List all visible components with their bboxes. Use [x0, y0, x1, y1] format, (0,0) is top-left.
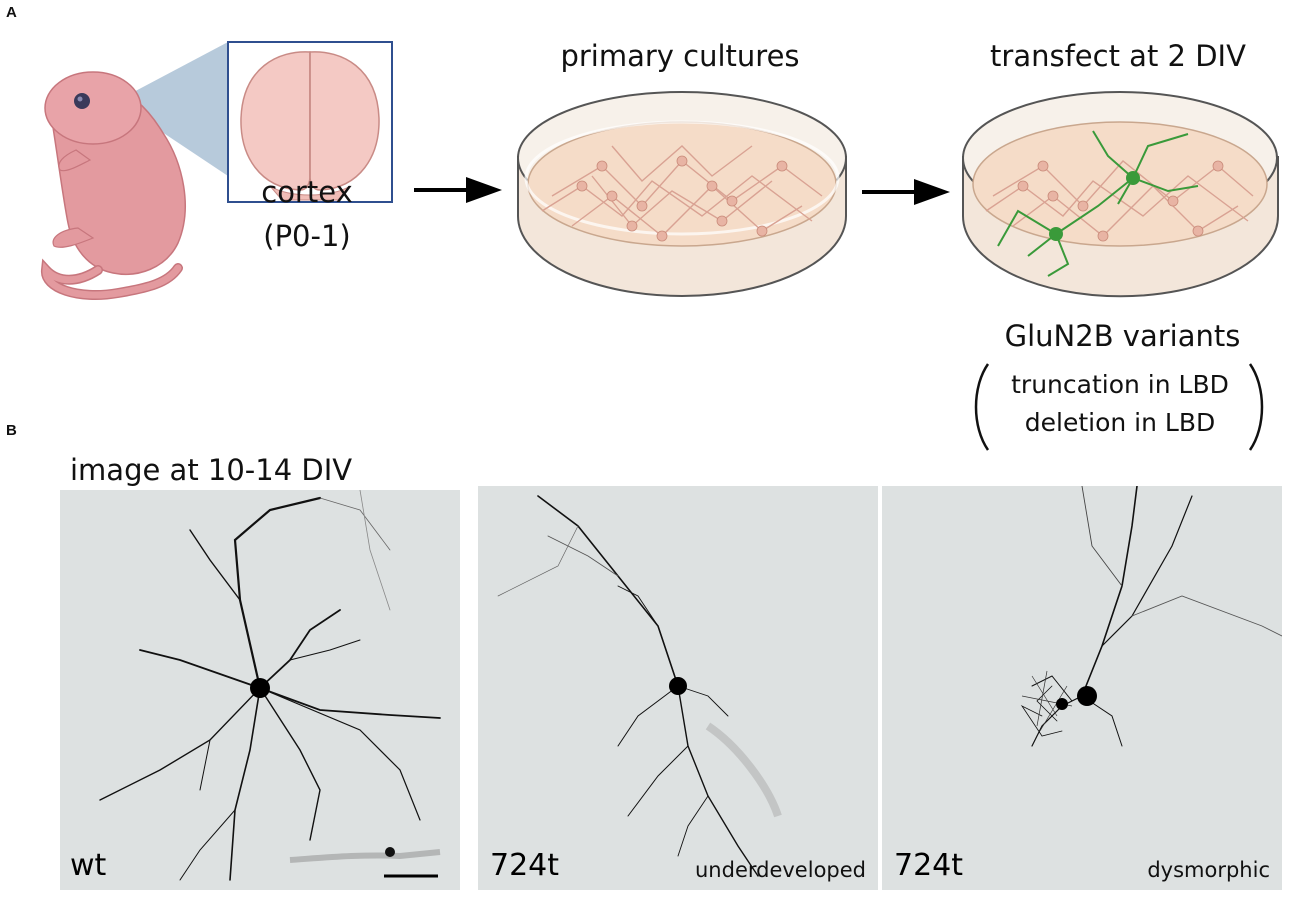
- cortex-label: cortex: [261, 175, 353, 209]
- arrow-right-icon: [414, 177, 502, 203]
- left-parenthesis-icon: [974, 363, 990, 451]
- variant-item: truncation in LBD: [1011, 370, 1229, 399]
- micrograph-label: 724t: [490, 848, 560, 883]
- panel-b-letter: B: [6, 422, 17, 439]
- neuron-724t-dysmorphic-image: [1020, 486, 1282, 747]
- age-label: (P0-1): [263, 219, 351, 253]
- arrow-right-icon: [862, 179, 950, 205]
- culture-title: primary cultures: [560, 39, 800, 73]
- micrograph-label: 724t: [894, 848, 964, 883]
- petri-dish-primary-culture: [517, 91, 847, 297]
- right-parenthesis-icon: [1248, 363, 1264, 451]
- micrograph-wt: wt: [60, 490, 460, 890]
- transfect-title: transfect at 2 DIV: [990, 39, 1246, 73]
- neuron-wt-image: [99, 490, 441, 881]
- micrograph-724t-dysmorphic: 724t dysmorphic: [882, 486, 1282, 890]
- micrograph-724t-underdeveloped: 724t underdeveloped: [478, 486, 878, 890]
- micrograph-label: wt: [70, 848, 107, 883]
- rat-pup-illustration: [41, 41, 393, 301]
- variants-title: GluN2B variants: [1004, 319, 1241, 353]
- micrograph-note: dysmorphic: [1147, 858, 1270, 882]
- micrograph-note: underdeveloped: [695, 858, 866, 882]
- neuron-724t-underdeveloped-image: [497, 495, 782, 877]
- petri-dish-transfected: [962, 91, 1279, 298]
- image-caption: image at 10-14 DIV: [70, 453, 353, 487]
- panel-a-letter: A: [6, 4, 17, 21]
- variant-item: deletion in LBD: [1024, 408, 1216, 437]
